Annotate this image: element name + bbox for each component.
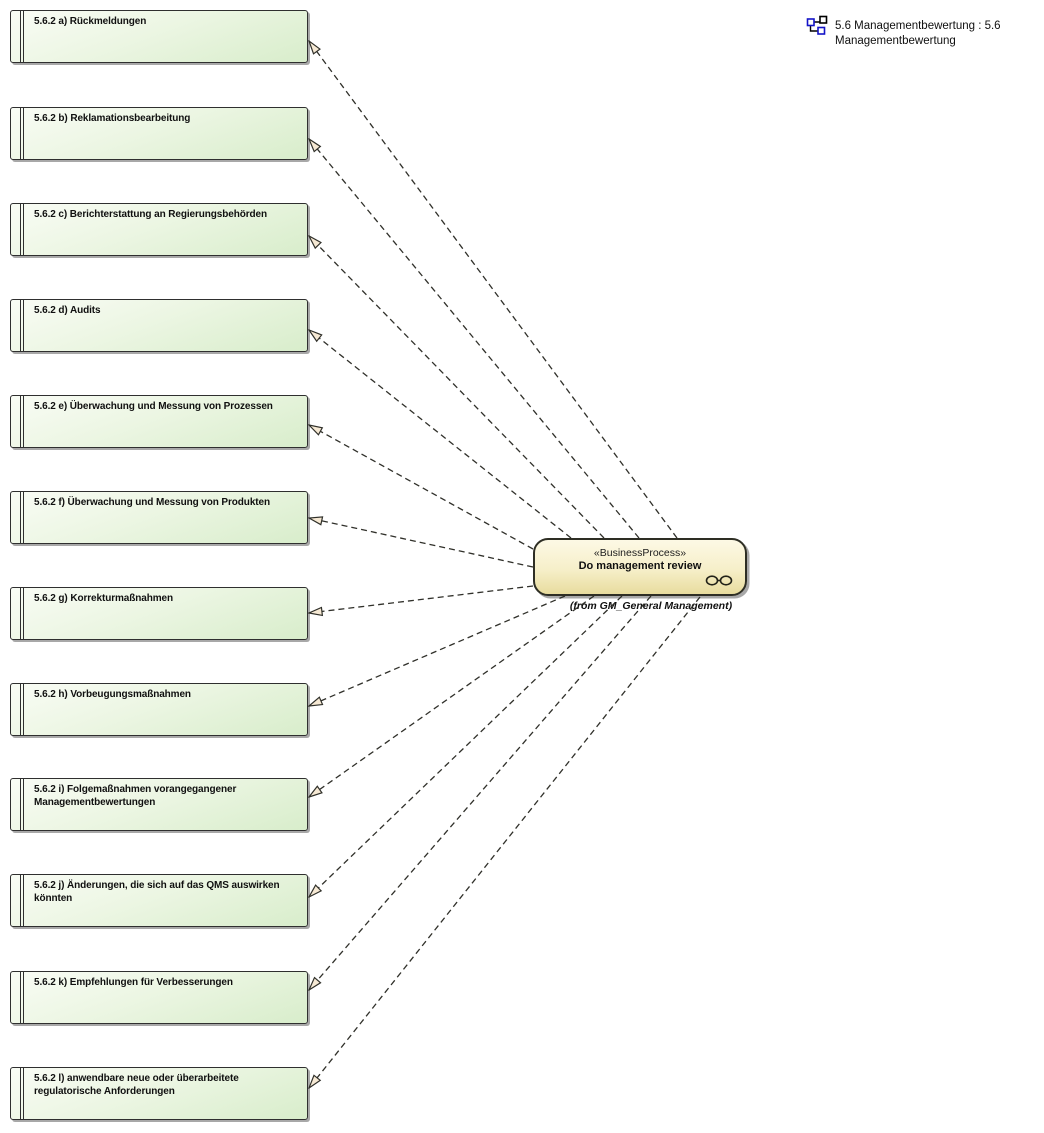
input-node-label: 5.6.2 h) Vorbeugungsmaßnahmen	[34, 689, 191, 700]
input-node-label: 5.6.2 c) Berichterstattung an Regierungs…	[34, 209, 268, 220]
input-node-label: 5.6.2 j) Änderungen, die sich auf das QM…	[34, 880, 280, 905]
double-bar-decoration	[20, 779, 24, 830]
input-node-c[interactable]: 5.6.2 c) Berichterstattung an Regierungs…	[10, 203, 308, 256]
linked-ovals-process-icon	[704, 574, 734, 587]
dependency-connector-a[interactable]	[309, 41, 678, 539]
input-node-f[interactable]: 5.6.2 f) Überwachung und Messung von Pro…	[10, 491, 308, 544]
dependency-connector-f[interactable]	[309, 518, 534, 568]
input-node-d[interactable]: 5.6.2 d) Audits	[10, 299, 308, 352]
diagram-reference-line1: 5.6 Managementbewertung : 5.6	[835, 20, 1001, 32]
input-node-label: 5.6.2 f) Überwachung und Messung von Pro…	[34, 497, 270, 508]
process-name: Do management review	[578, 560, 702, 572]
double-bar-decoration	[20, 204, 24, 255]
input-node-label: 5.6.2 d) Audits	[34, 305, 101, 316]
dependency-connector-k[interactable]	[309, 595, 652, 990]
dependency-connector-e[interactable]	[309, 425, 534, 550]
input-node-l[interactable]: 5.6.2 l) anwendbare neue oder überarbeit…	[10, 1067, 308, 1120]
double-bar-decoration	[20, 492, 24, 543]
double-bar-decoration	[20, 11, 24, 62]
dependency-connector-c[interactable]	[309, 236, 605, 539]
stereotype-label: «BusinessProcess»	[593, 547, 687, 559]
dependency-connector-j[interactable]	[309, 595, 623, 897]
diagram-reference-line2: Managementbewertung	[835, 35, 956, 47]
input-node-g[interactable]: 5.6.2 g) Korrekturmaßnahmen	[10, 587, 308, 640]
input-node-label: 5.6.2 i) Folgemaßnahmen vorangegangener …	[34, 784, 237, 809]
input-node-label: 5.6.2 b) Reklamationsbearbeitung	[34, 113, 191, 124]
double-bar-decoration	[20, 1068, 24, 1119]
input-node-j[interactable]: 5.6.2 j) Änderungen, die sich auf das QM…	[10, 874, 308, 927]
double-bar-decoration	[20, 300, 24, 351]
input-node-k[interactable]: 5.6.2 k) Empfehlungen für Verbesserungen	[10, 971, 308, 1024]
double-bar-decoration	[20, 875, 24, 926]
dependency-connector-h[interactable]	[309, 595, 566, 706]
input-node-h[interactable]: 5.6.2 h) Vorbeugungsmaßnahmen	[10, 683, 308, 736]
double-bar-decoration	[20, 972, 24, 1023]
double-bar-decoration	[20, 588, 24, 639]
dependency-connector-g[interactable]	[309, 585, 534, 613]
dependency-connector-d[interactable]	[309, 330, 572, 539]
dependency-connector-l[interactable]	[309, 596, 701, 1088]
input-node-label: 5.6.2 l) anwendbare neue oder überarbeit…	[34, 1073, 239, 1098]
input-node-label: 5.6.2 g) Korrekturmaßnahmen	[34, 593, 174, 604]
dependency-connector-i[interactable]	[309, 595, 595, 797]
input-node-label: 5.6.2 e) Überwachung und Messung von Pro…	[34, 401, 273, 412]
input-node-label: 5.6.2 k) Empfehlungen für Verbesserungen	[34, 977, 233, 988]
double-bar-decoration	[20, 396, 24, 447]
input-node-b[interactable]: 5.6.2 b) Reklamationsbearbeitung	[10, 107, 308, 160]
input-node-a[interactable]: 5.6.2 a) Rückmeldungen	[10, 10, 308, 63]
from-package-note: (from GM_General Management)	[569, 600, 733, 612]
input-node-label: 5.6.2 a) Rückmeldungen	[34, 16, 147, 27]
composite-diagram-icon[interactable]	[806, 15, 829, 36]
double-bar-decoration	[20, 684, 24, 735]
business-process-node[interactable]: «BusinessProcess» Do management review	[533, 538, 747, 596]
diagram-reference-label[interactable]: 5.6 Managementbewertung : 5.6 Management…	[835, 19, 1044, 49]
input-node-i[interactable]: 5.6.2 i) Folgemaßnahmen vorangegangener …	[10, 778, 308, 831]
dependency-connector-b[interactable]	[309, 139, 640, 539]
double-bar-decoration	[20, 108, 24, 159]
input-node-e[interactable]: 5.6.2 e) Überwachung und Messung von Pro…	[10, 395, 308, 448]
